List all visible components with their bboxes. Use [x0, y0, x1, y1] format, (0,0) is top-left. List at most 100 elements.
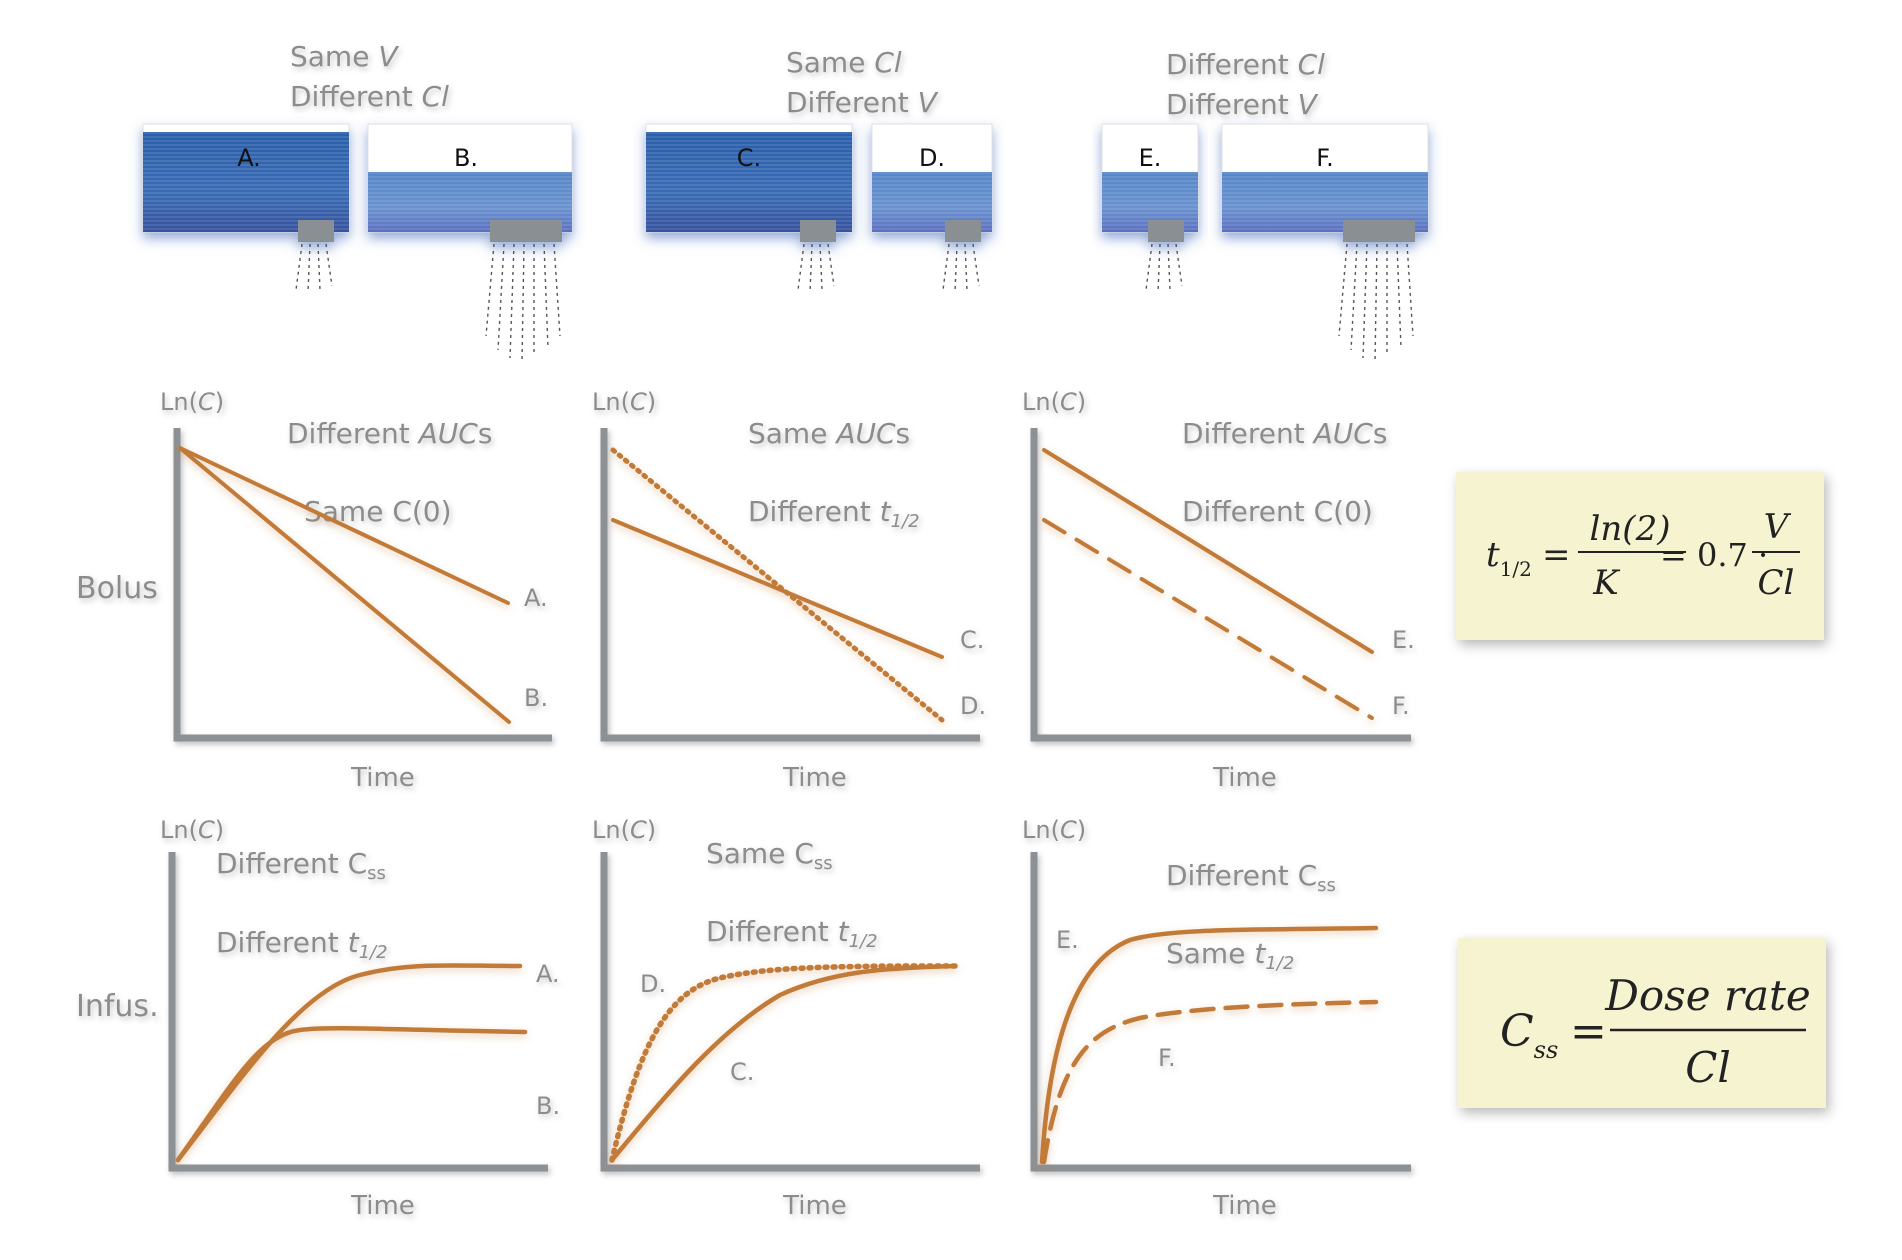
row-label-infusion: Infus.: [76, 989, 159, 1024]
tank-group-title-line2: Different V: [1166, 88, 1319, 121]
curve-e: [1042, 448, 1374, 654]
tank-b-label: B.: [454, 144, 478, 172]
curve-e: [1039, 925, 1379, 1165]
x-axis-label: Time: [1212, 763, 1277, 793]
tank-f-outflow: [1338, 243, 1414, 363]
tank-d: [871, 123, 993, 242]
infusion-plot-ef: Ln(C) Time Different Css Same t1/2 E. F.: [1022, 816, 1411, 1221]
tank-c-label: C.: [737, 144, 761, 172]
annotation-c0: Same C(0): [304, 495, 452, 528]
y-axis-label: Ln(C): [160, 816, 224, 844]
axes: [168, 852, 548, 1172]
formula-eq: =: [1542, 535, 1571, 575]
infusion-plot-ab: Ln(C) Time Different Css Different t1/2 …: [160, 816, 560, 1221]
formula-lhs: Css: [1500, 1006, 1558, 1064]
formula-lhs: t1/2: [1486, 535, 1532, 581]
css-formula-box: Css = Dose rate Cl: [1458, 938, 1826, 1108]
y-axis-label: Ln(C): [1022, 816, 1086, 844]
curve-label-e: E.: [1392, 626, 1415, 654]
axes: [1030, 428, 1411, 742]
tank-a: [142, 123, 350, 242]
tank-b-outflow: [485, 243, 561, 363]
x-axis-label: Time: [350, 763, 415, 793]
curve-label-c: C.: [730, 1058, 754, 1086]
tank-a-label: A.: [237, 144, 261, 172]
curve-label-d: D.: [640, 970, 666, 998]
curve-label-a: A.: [536, 960, 560, 988]
tank-f-label: F.: [1316, 144, 1334, 172]
x-axis-label: Time: [1212, 1191, 1277, 1221]
curve-label-b: B.: [536, 1092, 560, 1120]
curve-label-e: E.: [1056, 926, 1079, 954]
annotation-css: Different Css: [1166, 859, 1336, 896]
curve-label-a: A.: [524, 584, 548, 612]
tank-c: [645, 123, 853, 242]
formula-numerator-v: V: [1764, 507, 1792, 547]
annotation-css: Same Css: [706, 837, 833, 874]
tank-e: [1101, 123, 1199, 242]
tank-group-title-line1: Different Cl: [1166, 48, 1325, 81]
formula-mid: = 0.7 ·: [1660, 536, 1768, 574]
y-axis-label: Ln(C): [592, 816, 656, 844]
curve-f: [1041, 999, 1379, 1165]
x-axis-label: Time: [350, 1191, 415, 1221]
tank-group-title-line1: Same V: [290, 40, 399, 73]
annotation-css: Different Css: [216, 847, 386, 884]
axes: [1030, 852, 1411, 1172]
curve-label-d: D.: [960, 692, 986, 720]
tank-b: [367, 123, 573, 242]
tank-group-same-v: Same V Different Cl A. B.: [142, 40, 573, 363]
annotation-auc: Different AUCs: [287, 417, 492, 450]
tank-group-title-line2: Different V: [786, 86, 939, 119]
tank-d-outflow: [942, 243, 980, 293]
y-axis-label: Ln(C): [592, 388, 656, 416]
formula-denominator-k: K: [1592, 563, 1621, 603]
annotation-auc: Same AUCs: [748, 417, 910, 450]
tank-e-outflow: [1145, 243, 1183, 293]
formula-numerator-ln2: ln(2): [1590, 509, 1671, 549]
annotation-half-life: Different t1/2: [706, 915, 878, 952]
tank-a-outflow: [295, 243, 333, 293]
tank-c-outflow: [797, 243, 835, 293]
bolus-plot-ab: Ln(C) Time Different AUCs Same C(0) A. B…: [160, 388, 552, 793]
tank-group-title-line1: Same Cl: [786, 46, 902, 79]
x-axis-label: Time: [782, 763, 847, 793]
tank-f: [1221, 123, 1429, 242]
curve-label-f: F.: [1158, 1044, 1176, 1072]
curve-b: [175, 1026, 528, 1163]
bolus-plot-cd: Ln(C) Time Same AUCs Different t1/2 C. D…: [592, 388, 986, 793]
y-axis-label: Ln(C): [1022, 388, 1086, 416]
curve-b: [178, 446, 511, 724]
annotation-c0: Different C(0): [1182, 495, 1373, 528]
x-axis-label: Time: [782, 1191, 847, 1221]
curve-c: [609, 963, 958, 1163]
annotation-half-life: Different t1/2: [216, 926, 388, 963]
annotation-half-life: Same t1/2: [1166, 937, 1294, 974]
row-label-bolus: Bolus: [76, 571, 158, 606]
curve-a: [178, 446, 510, 605]
formula-denominator-cl: Cl: [1685, 1043, 1731, 1092]
infusion-plot-cd: Ln(C) Time Same Css Different t1/2 D. C.: [592, 816, 980, 1221]
annotation-half-life: Different t1/2: [748, 495, 920, 532]
axes: [173, 428, 552, 742]
tank-group-same-cl: Same Cl Different V C. D.: [645, 46, 993, 293]
tank-group-different-cl-v: Different Cl Different V E. F.: [1101, 48, 1429, 363]
axes: [600, 852, 980, 1172]
curve-d: [609, 963, 958, 1163]
curve-c: [611, 518, 944, 659]
formula-numerator-dose-rate: Dose rate: [1604, 971, 1811, 1020]
half-life-formula-box: t1/2 = ln(2) K = 0.7 · V Cl: [1456, 472, 1824, 640]
curve-a: [175, 963, 523, 1163]
curve-d: [610, 447, 945, 723]
curve-label-f: F.: [1392, 692, 1410, 720]
curve-label-c: C.: [960, 626, 984, 654]
annotation-auc: Different AUCs: [1182, 417, 1387, 450]
tank-d-label: D.: [919, 144, 945, 172]
tank-e-label: E.: [1139, 144, 1162, 172]
tank-group-title-line2: Different Cl: [290, 80, 449, 113]
bolus-plot-ef: Ln(C) Time Different AUCs Different C(0)…: [1022, 388, 1415, 793]
formula-eq: =: [1570, 1006, 1607, 1057]
formula-denominator-cl: Cl: [1758, 563, 1795, 603]
y-axis-label: Ln(C): [160, 388, 224, 416]
curve-label-b: B.: [524, 684, 548, 712]
